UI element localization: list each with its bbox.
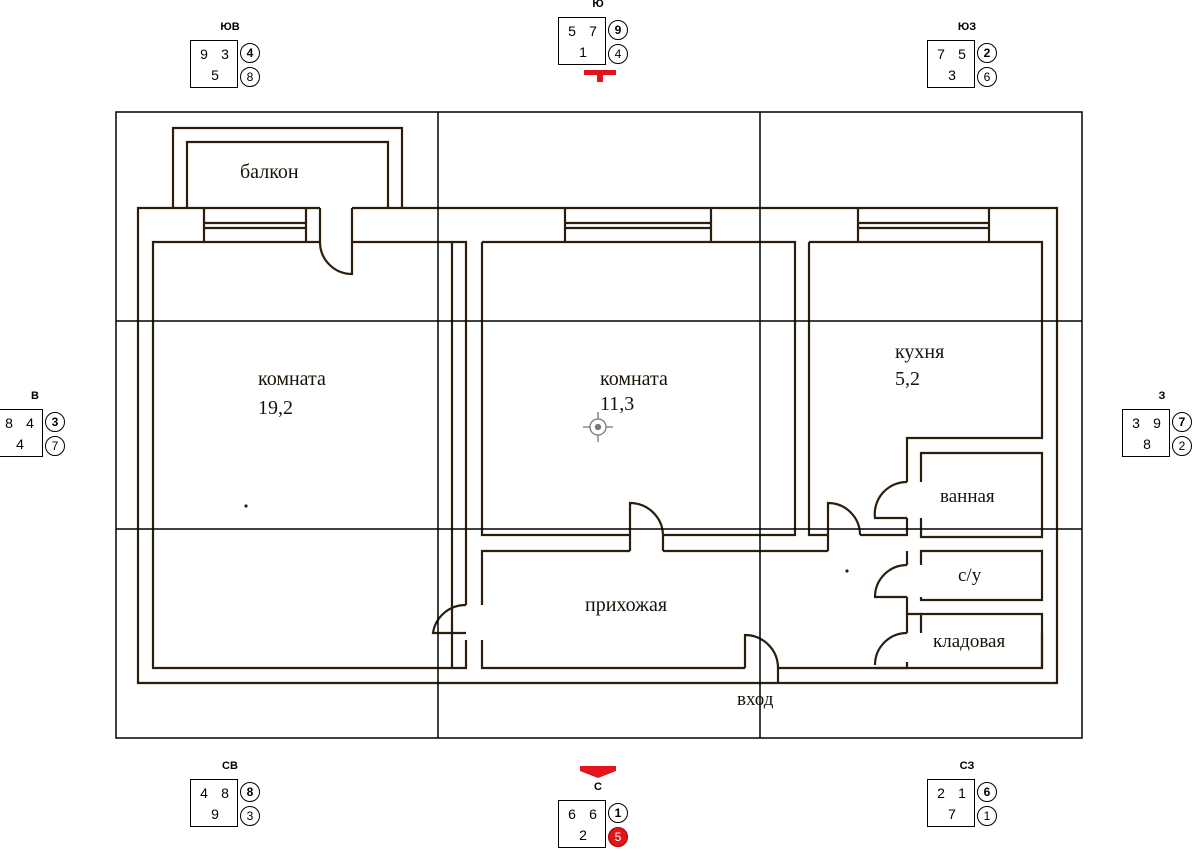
number-bottom: 4 xyxy=(16,436,24,452)
crosshair-icon xyxy=(583,412,613,442)
storage-label: кладовая xyxy=(933,631,1005,652)
number-top-left: 5 xyxy=(568,23,576,39)
number-top-right: 6 xyxy=(589,806,597,822)
number-box: 6 6 2 xyxy=(558,800,606,848)
number-top-right: 5 xyxy=(958,46,966,62)
bathroom-label: ванная xyxy=(940,486,995,507)
sector-z: З 3 9 8 7 2 xyxy=(1122,389,1200,457)
number-bottom: 2 xyxy=(579,827,587,843)
number-top-right: 3 xyxy=(221,46,229,62)
number-box: 7 5 3 xyxy=(927,40,975,88)
number-top-right: 8 xyxy=(221,785,229,801)
number-top-left: 4 xyxy=(200,785,208,801)
circle-number-bottom-highlighted: 5 xyxy=(608,827,628,847)
number-box: 4 8 9 xyxy=(190,779,238,827)
sector-label: В xyxy=(31,390,39,402)
sector-v: В 8 4 4 3 7 xyxy=(0,389,75,457)
circle-number-top: 6 xyxy=(977,782,997,802)
room1-name: комната xyxy=(258,368,326,390)
circle-number-bottom: 6 xyxy=(977,67,997,87)
circle-number-bottom: 7 xyxy=(45,436,65,456)
toilet-label: с/у xyxy=(958,565,982,586)
circle-number-bottom: 1 xyxy=(977,806,997,826)
room2-name: комната xyxy=(600,368,668,390)
number-bottom: 7 xyxy=(948,806,956,822)
circle-number-bottom: 2 xyxy=(1172,436,1192,456)
room2-area: 11,3 xyxy=(600,393,634,415)
sector-s: С 6 6 2 1 5 xyxy=(558,780,638,848)
circle-number-top: 8 xyxy=(240,782,260,802)
number-box: 5 7 1 xyxy=(558,17,606,65)
number-box: 8 4 4 xyxy=(0,409,43,457)
number-top-right: 7 xyxy=(589,23,597,39)
dot-mark xyxy=(244,504,248,508)
kitchen-name: кухня xyxy=(895,341,944,363)
entrance-label: вход xyxy=(737,689,774,710)
number-top-right: 9 xyxy=(1153,415,1161,431)
circle-number-bottom: 3 xyxy=(240,806,260,826)
kitchen-area: 5,2 xyxy=(895,368,920,390)
number-bottom: 9 xyxy=(211,806,219,822)
circle-number-bottom: 4 xyxy=(608,44,628,64)
sector-grid xyxy=(115,111,1083,739)
sector-yuv: ЮВ 9 3 5 4 8 xyxy=(190,20,270,88)
sector-label: С xyxy=(594,781,602,793)
number-top-right: 1 xyxy=(958,785,966,801)
circle-number-top: 1 xyxy=(608,803,628,823)
number-top-left: 7 xyxy=(937,46,945,62)
sector-yu: Ю 5 7 1 9 4 xyxy=(558,0,638,65)
number-bottom: 1 xyxy=(579,44,587,60)
circle-number-top: 9 xyxy=(608,20,628,40)
number-top-left: 9 xyxy=(200,46,208,62)
sector-sv: СВ 4 8 9 8 3 xyxy=(190,759,270,827)
room1-area: 19,2 xyxy=(258,397,293,419)
pointer-up-icon xyxy=(584,70,616,82)
circle-number-top: 7 xyxy=(1172,412,1192,432)
dot-mark xyxy=(845,569,849,573)
circle-number-top: 4 xyxy=(240,43,260,63)
number-top-right: 4 xyxy=(26,415,34,431)
pointer-down-icon xyxy=(580,766,616,778)
balcony-label: балкон xyxy=(240,161,299,183)
number-top-left: 6 xyxy=(568,806,576,822)
sector-label: СВ xyxy=(222,760,238,772)
sector-label: З xyxy=(1158,390,1166,402)
sector-label: Ю xyxy=(592,0,604,10)
number-bottom: 8 xyxy=(1143,436,1151,452)
sector-sz: СЗ 2 1 7 6 1 xyxy=(927,759,1007,827)
circle-number-bottom: 8 xyxy=(240,67,260,87)
number-top-left: 8 xyxy=(5,415,13,431)
sector-yuz: ЮЗ 7 5 3 2 6 xyxy=(927,20,1007,88)
sector-label: ЮВ xyxy=(220,21,240,33)
sector-label: СЗ xyxy=(959,760,975,772)
walls xyxy=(136,126,1059,685)
number-box: 3 9 8 xyxy=(1122,409,1170,457)
number-top-left: 3 xyxy=(1132,415,1140,431)
circle-number-top: 2 xyxy=(977,43,997,63)
number-top-left: 2 xyxy=(937,785,945,801)
number-bottom: 3 xyxy=(948,67,956,83)
hallway-label: прихожая xyxy=(585,594,667,616)
number-box: 2 1 7 xyxy=(927,779,975,827)
circle-number-top: 3 xyxy=(45,412,65,432)
sector-label: ЮЗ xyxy=(957,21,977,33)
number-bottom: 5 xyxy=(211,67,219,83)
number-box: 9 3 5 xyxy=(190,40,238,88)
